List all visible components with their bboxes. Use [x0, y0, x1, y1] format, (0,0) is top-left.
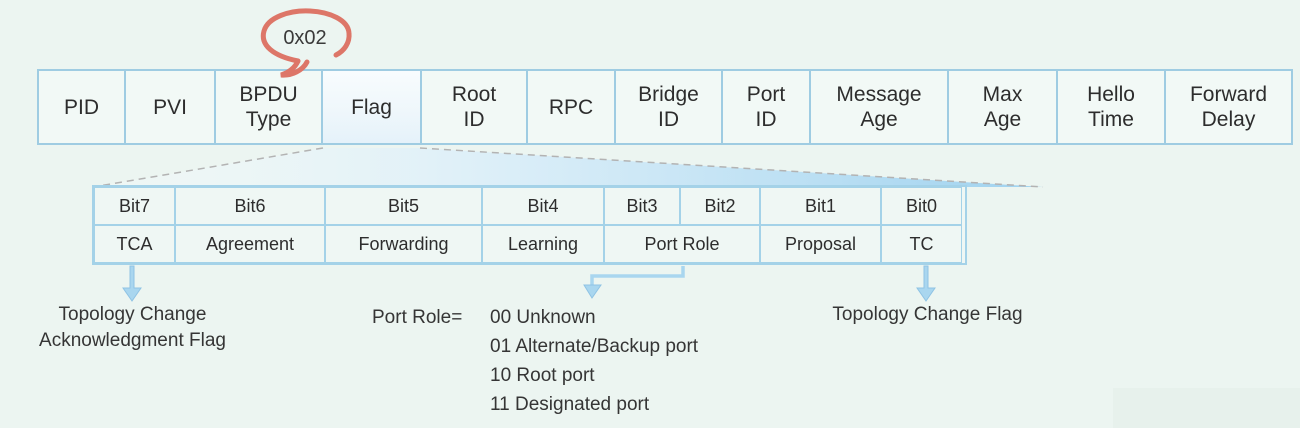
port-role-connector-line	[590, 266, 685, 285]
field-rpc: RPC	[528, 71, 616, 143]
tc-cell: TC	[881, 225, 962, 263]
bpdu-type-value: 0x02	[283, 27, 326, 49]
bit6-cell: Bit6	[175, 187, 325, 225]
port-role-value-unknown: 00 Unknown	[490, 307, 596, 328]
flag-bit-table: Bit7 Bit6 Bit5 Bit4 Bit3 Bit2 Bit1 Bit0 …	[92, 185, 967, 265]
bit7-cell: Bit7	[94, 187, 175, 225]
field-max-age: Max Age	[949, 71, 1058, 143]
bit1-cell: Bit1	[760, 187, 881, 225]
field-flag: Flag	[323, 71, 422, 143]
field-root-id: Root ID	[422, 71, 528, 143]
tc-arrow-icon	[916, 265, 936, 302]
bit4-cell: Bit4	[482, 187, 604, 225]
field-pvi: PVI	[126, 71, 216, 143]
field-message-age: Message Age	[811, 71, 949, 143]
tca-annotation: Topology Change Acknowledgment Flag	[39, 304, 226, 351]
port-role-value-alternate: 01 Alternate/Backup port	[490, 336, 699, 357]
proposal-cell: Proposal	[760, 225, 881, 263]
bit3-cell: Bit3	[604, 187, 680, 225]
bit2-cell: Bit2	[680, 187, 760, 225]
funnel-left-dashed-edge	[92, 147, 324, 188]
port-role-value-designated: 11 Designated port	[490, 394, 650, 415]
speech-bubble-tail-icon	[280, 58, 310, 78]
tc-annotation: Topology Change Flag	[832, 304, 1023, 325]
flag-expansion-funnel	[93, 148, 1043, 187]
agreement-cell: Agreement	[175, 225, 325, 263]
funnel-right-dashed-edge	[419, 147, 1044, 188]
tca-cell: TCA	[94, 225, 175, 263]
port-role-value-root: 10 Root port	[490, 365, 595, 386]
watermark-region	[1113, 388, 1300, 428]
bit0-cell: Bit0	[881, 187, 962, 225]
port-role-arrow-icon	[583, 284, 602, 299]
field-forward-delay: Forward Delay	[1166, 71, 1291, 143]
port-role-annotation-label: Port Role=	[372, 307, 463, 328]
port-role-cell: Port Role	[604, 225, 760, 263]
field-bridge-id: Bridge ID	[616, 71, 723, 143]
field-pid: PID	[39, 71, 126, 143]
forwarding-cell: Forwarding	[325, 225, 482, 263]
field-port-id: Port ID	[723, 71, 811, 143]
tca-arrow-icon	[122, 265, 142, 302]
packet-field-table: PID PVI BPDU Type Flag Root ID RPC Bridg…	[37, 69, 1293, 145]
learning-cell: Learning	[482, 225, 604, 263]
speech-bubble-icon	[260, 8, 352, 64]
field-bpdu-type: BPDU Type	[216, 71, 323, 143]
bit5-cell: Bit5	[325, 187, 482, 225]
bpdu-type-callout: 0x02	[260, 8, 352, 78]
port-role-value-list: 00 Unknown 01 Alternate/Backup port 10 R…	[490, 303, 698, 419]
field-hello-time: Hello Time	[1058, 71, 1166, 143]
